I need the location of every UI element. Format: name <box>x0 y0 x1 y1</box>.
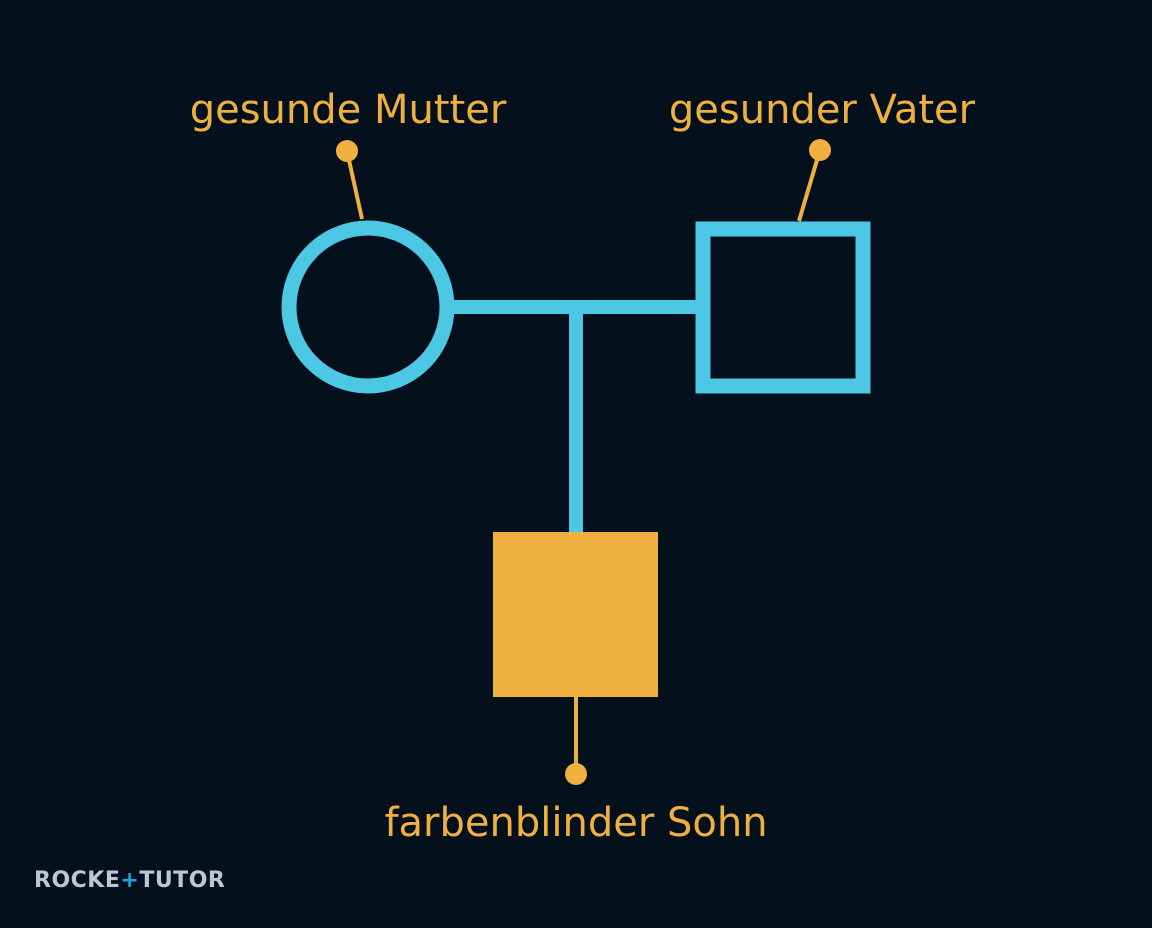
father-symbol <box>695 221 871 394</box>
son-label: farbenblinder Sohn <box>384 800 767 846</box>
mother-label: gesunde Mutter <box>190 87 507 133</box>
father-label: gesunder Vater <box>669 87 976 133</box>
brand-plus: + <box>120 868 140 893</box>
son-symbol <box>493 532 658 697</box>
father-pointer-dot <box>809 139 831 161</box>
mother-pointer-dot <box>336 140 358 162</box>
brand-logo: ROCKE+TUTOR <box>34 868 225 893</box>
son-pointer-dot <box>565 763 587 785</box>
brand-text-part1: ROCKE <box>34 868 121 893</box>
father-pointer-line <box>797 149 822 222</box>
mother-pointer-line <box>345 150 364 220</box>
brand-text-part2: TUTOR <box>139 868 226 893</box>
mother-symbol <box>281 220 455 394</box>
